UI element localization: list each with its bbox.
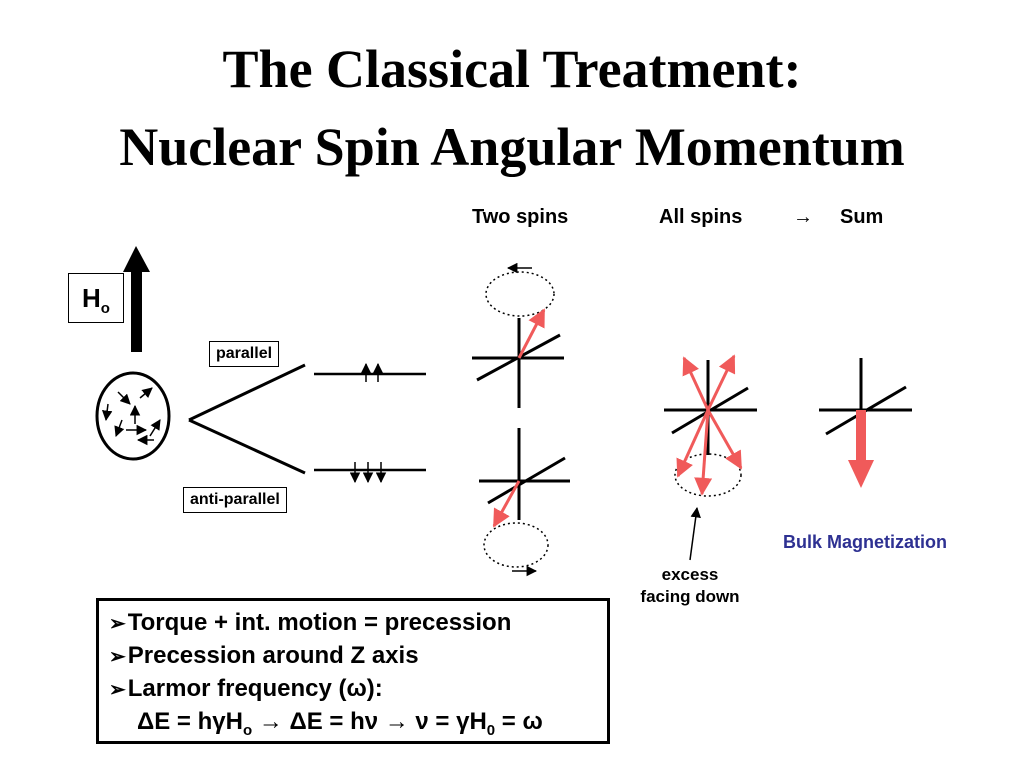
field-label-box: Ho [68,273,124,323]
parallel-label: parallel [209,341,280,367]
info-box: Torque + int. motion = precession Preces… [96,598,610,744]
parallel-spin-icons [360,362,384,382]
bullet-torque: Torque + int. motion = precession [109,607,597,640]
eq-part-2: → ΔE = hν → ν = γH [252,708,487,735]
title-line-2: Nuclear Spin Angular Momentum [119,117,905,177]
all-spins-axes [664,354,757,561]
eq-part-1: ΔE = hγH [137,708,243,735]
random-spins-icon [95,371,171,461]
field-arrow-icon [123,246,150,352]
two-spins-lower-axes [479,428,570,577]
sum-axes [819,358,912,488]
eq-sub-2: 0 [486,721,496,739]
excess-facing-down-label: excess facing down [640,565,740,606]
eq-part-3: = ω [495,708,543,735]
anti-parallel-label: anti-parallel [183,487,287,513]
larmor-equation: ΔE = hγHo → ΔE = hν → ν = γH0 = ω [109,706,597,747]
bullet-precession: Precession around Z axis [109,640,597,673]
eq-sub-1: o [242,721,253,739]
field-label: H [82,283,101,313]
field-label-subscript: o [100,300,110,318]
title-line-1: The Classical Treatment: [222,39,802,99]
header-two-spins: Two spins [472,206,569,228]
bullet-larmor: Larmor frequency (ω): [109,673,597,706]
header-sum: Sum [840,206,884,228]
header-arrow: → [793,206,813,228]
header-all-spins: All spins [659,206,743,228]
bulk-magnetization-label: Bulk Magnetization [782,532,947,552]
two-spins-upper-axes [472,262,564,408]
bulk-magnetization-arrow-icon [848,460,874,488]
anti-parallel-spin-icons [349,462,387,484]
